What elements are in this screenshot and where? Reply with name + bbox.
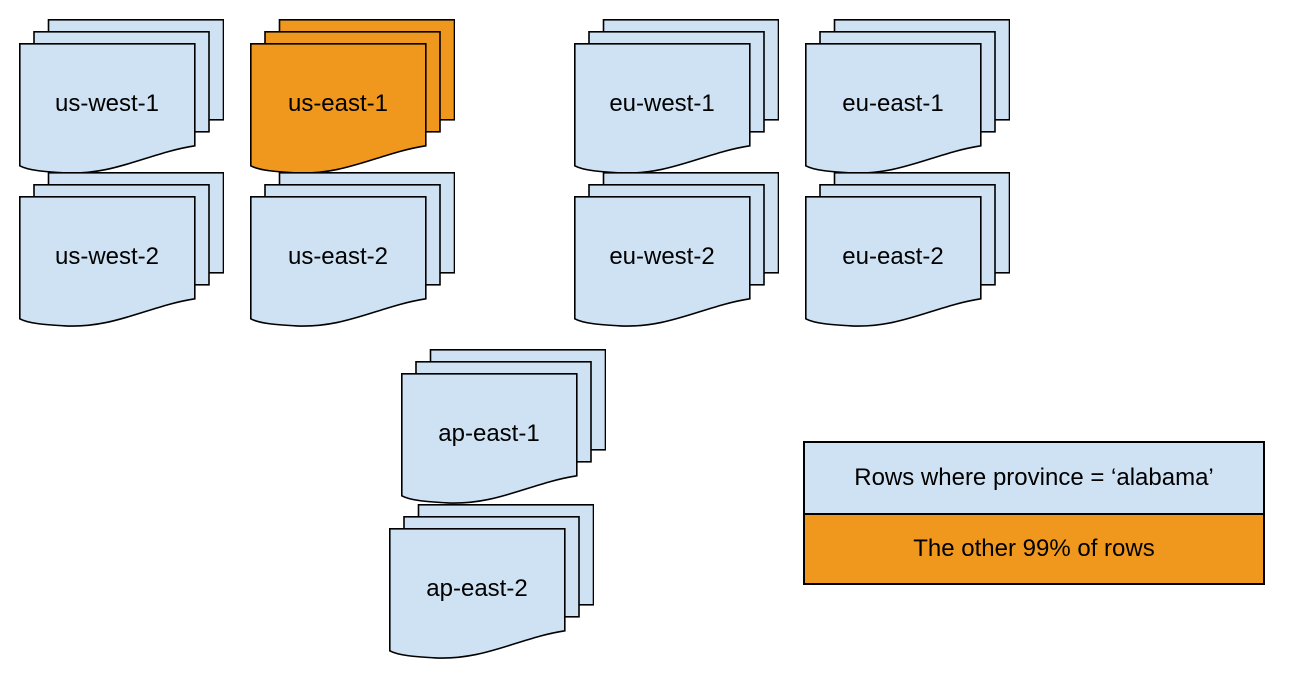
document-stack-graphic: [574, 172, 779, 327]
region-stack-ap-east-2: ap-east-2: [389, 504, 594, 664]
region-stack-ap-east-1: ap-east-1: [401, 349, 606, 509]
document-stack-graphic: [805, 19, 1010, 174]
document-stack-graphic: [19, 172, 224, 327]
front-document-shape: [250, 43, 427, 174]
legend: Rows where province = ‘alabama’ The othe…: [803, 441, 1265, 585]
front-document-shape: [401, 373, 578, 504]
front-document-shape: [389, 528, 566, 659]
front-document-shape: [805, 196, 982, 327]
document-stack-graphic: [19, 19, 224, 174]
region-stack-us-east-1: us-east-1: [250, 19, 455, 179]
region-stack-us-west-1: us-west-1: [19, 19, 224, 179]
document-stack-graphic: [389, 504, 594, 659]
front-document-shape: [574, 43, 751, 174]
region-stack-us-west-2: us-west-2: [19, 172, 224, 332]
document-stack-graphic: [250, 19, 455, 174]
legend-row-orange: The other 99% of rows: [805, 513, 1263, 583]
region-stack-eu-east-2: eu-east-2: [805, 172, 1010, 332]
legend-row-blue: Rows where province = ‘alabama’: [805, 443, 1263, 513]
region-stack-eu-west-1: eu-west-1: [574, 19, 779, 179]
document-stack-graphic: [250, 172, 455, 327]
region-stack-eu-west-2: eu-west-2: [574, 172, 779, 332]
legend-label: The other 99% of rows: [913, 535, 1155, 562]
document-stack-graphic: [805, 172, 1010, 327]
document-stack-graphic: [574, 19, 779, 174]
front-document-shape: [250, 196, 427, 327]
region-stack-eu-east-1: eu-east-1: [805, 19, 1010, 179]
front-document-shape: [805, 43, 982, 174]
front-document-shape: [19, 196, 196, 327]
region-stack-us-east-2: us-east-2: [250, 172, 455, 332]
front-document-shape: [19, 43, 196, 174]
front-document-shape: [574, 196, 751, 327]
legend-label: Rows where province = ‘alabama’: [854, 464, 1214, 491]
document-stack-graphic: [401, 349, 606, 504]
